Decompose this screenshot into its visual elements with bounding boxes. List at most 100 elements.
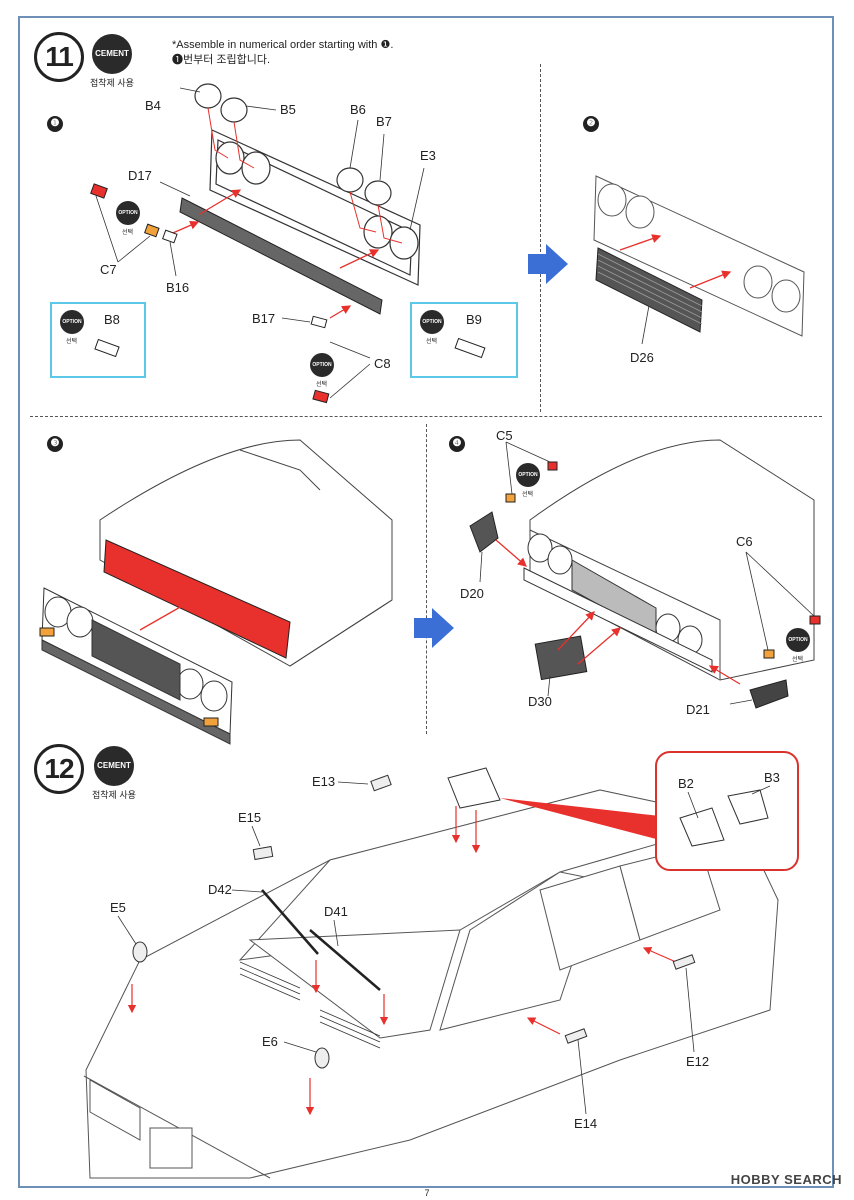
part-b16 — [162, 229, 178, 244]
divider-vertical-top — [540, 64, 541, 412]
label-e13: E13 — [312, 774, 336, 789]
step3-arrow — [139, 597, 198, 631]
part-c6-red — [809, 615, 821, 625]
label-b4: B4 — [145, 98, 161, 113]
option-sub-label: 선택 — [522, 492, 534, 498]
label-b9: B9 — [466, 312, 482, 327]
cement-sub-label: 접착제 사용 — [92, 790, 136, 800]
label-c8: C8 — [374, 356, 391, 371]
label-c5: C5 — [496, 428, 513, 443]
divider-horizontal — [30, 416, 822, 417]
option-icon: OPTION — [116, 201, 140, 225]
assembly-note-ko: ❶번부터 조립합니다. — [172, 54, 271, 66]
step1-bar-d17 — [179, 197, 383, 315]
option-box-b9 — [410, 302, 518, 378]
step12-callout-wedge — [500, 798, 660, 840]
step12-cowl-vents — [239, 961, 381, 1049]
substep-3-number: ❸ — [47, 436, 63, 452]
divider-vertical-bottom — [426, 424, 427, 734]
part-c7-red — [90, 183, 108, 199]
page-frame — [18, 16, 834, 1188]
step-11-number: 11 — [34, 32, 84, 82]
label-d42: D42 — [208, 882, 232, 897]
step12-arrows — [127, 806, 677, 1116]
step1-lens-leaders — [207, 107, 403, 244]
label-b5: B5 — [280, 102, 296, 117]
step12-car-body — [83, 789, 779, 1179]
option-icon: OPTION — [310, 353, 334, 377]
part-c7-amber — [144, 223, 160, 238]
step1-grille-shell — [209, 129, 421, 286]
label-d30: D30 — [528, 694, 552, 709]
part-b8 — [94, 338, 120, 358]
option-icon: OPTION — [420, 310, 444, 334]
label-b16: B16 — [166, 280, 190, 295]
step1-lenses — [194, 83, 392, 206]
substep-4-number: ❹ — [449, 436, 465, 452]
step12-small-parts — [132, 767, 696, 1069]
label-c7: C7 — [100, 262, 117, 277]
step4-arrows — [495, 539, 741, 685]
part-d20 — [469, 511, 499, 553]
option-sub-label: 선택 — [122, 230, 134, 236]
page-number: 7 — [424, 1188, 430, 1198]
cement-icon: CEMENT — [94, 746, 134, 786]
substep-1-number: ❶ — [47, 116, 63, 132]
step2-grille-d26 — [595, 247, 703, 333]
step12-callout-parts — [679, 789, 769, 847]
step3-amber-left — [39, 627, 55, 637]
label-b6: B6 — [350, 102, 366, 117]
option-sub-label: 선택 — [66, 339, 78, 345]
option-sub-label: 선택 — [426, 339, 438, 345]
label-d26: D26 — [630, 350, 654, 365]
option-icon: OPTION — [786, 628, 810, 652]
option-sub-label: 선택 — [792, 657, 804, 663]
step3-amber-right — [203, 717, 219, 727]
option-sub-label: 선택 — [316, 382, 328, 388]
label-d17: D17 — [128, 168, 152, 183]
part-b17 — [310, 315, 328, 329]
option-icon: OPTION — [516, 463, 540, 487]
cement-sub-label: 접착제 사용 — [90, 78, 134, 88]
label-e15: E15 — [238, 810, 262, 825]
part-d21 — [749, 679, 789, 709]
label-b2: B2 — [678, 776, 694, 791]
label-b3: B3 — [764, 770, 780, 785]
part-c5-amber — [505, 493, 516, 503]
assembly-note-en: *Assemble in numerical order starting wi… — [172, 39, 394, 51]
step2-arrows — [619, 234, 732, 289]
label-e3: E3 — [420, 148, 436, 163]
step12-leaders — [117, 781, 771, 1115]
step3-grille-assembly — [41, 587, 233, 745]
next-arrow-1 — [528, 244, 568, 284]
step-12-number: 12 — [34, 744, 84, 794]
step3-car-hood — [99, 439, 393, 667]
watermark-logo: HOBBY SEARCH — [730, 1172, 842, 1187]
step1-leaders — [95, 87, 651, 399]
part-c8-red — [312, 389, 330, 404]
option-icon: OPTION — [60, 310, 84, 334]
label-b7: B7 — [376, 114, 392, 129]
label-b8: B8 — [104, 312, 120, 327]
label-d21: D21 — [686, 702, 710, 717]
label-c6: C6 — [736, 534, 753, 549]
part-c6-amber — [763, 649, 775, 659]
label-e14: E14 — [574, 1116, 598, 1131]
step4-leaders — [479, 441, 815, 705]
part-d30 — [534, 635, 588, 681]
label-d20: D20 — [460, 586, 484, 601]
step1-arrows — [165, 189, 380, 319]
label-b17: B17 — [252, 311, 276, 326]
substep-2-number: ❷ — [583, 116, 599, 132]
label-e12: E12 — [686, 1054, 710, 1069]
cement-icon: CEMENT — [92, 34, 132, 74]
step12-wipers — [261, 889, 381, 991]
option-box-b8 — [50, 302, 146, 378]
step2-grille-shell — [593, 175, 805, 337]
label-e6: E6 — [262, 1034, 278, 1049]
part-c5-red — [547, 461, 558, 471]
label-e5: E5 — [110, 900, 126, 915]
label-d41: D41 — [324, 904, 348, 919]
step4-grille — [523, 533, 713, 673]
